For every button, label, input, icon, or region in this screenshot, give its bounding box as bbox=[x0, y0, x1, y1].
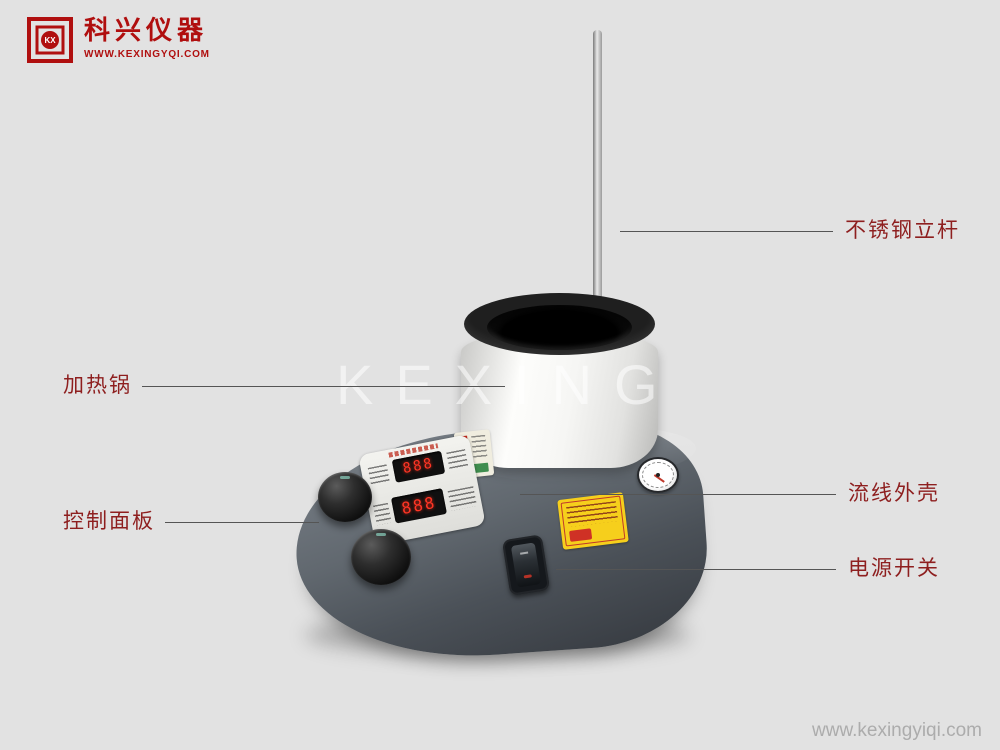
callout-shell: 流线外壳 bbox=[520, 481, 940, 507]
speed-knob bbox=[351, 529, 411, 585]
callout-power: 电源开关 bbox=[556, 556, 940, 582]
switch-on-mark bbox=[520, 551, 529, 555]
brand-monogram: KX bbox=[44, 36, 56, 45]
corner-watermark: www.kexingyiqi.com bbox=[812, 720, 982, 741]
speed-display: 888 bbox=[390, 488, 447, 524]
panel-micro-text bbox=[367, 464, 390, 486]
panel-micro-text bbox=[373, 502, 392, 526]
brand-logo: KX 科兴仪器 WWW.KEXINGYQI.COM bbox=[26, 16, 210, 64]
power-switch bbox=[501, 534, 551, 596]
temperature-knob bbox=[318, 472, 372, 522]
brand-name: 科兴仪器 bbox=[84, 15, 209, 45]
panel-micro-text bbox=[446, 449, 469, 471]
callout-label-pot: 加热锅 bbox=[63, 374, 132, 397]
callout-panel: 控制面板 bbox=[63, 509, 319, 535]
center-watermark: KEXING bbox=[336, 353, 680, 416]
dial-center-pin bbox=[656, 473, 660, 477]
knob-indicator bbox=[340, 476, 350, 479]
callout-line bbox=[556, 568, 836, 570]
callout-line bbox=[165, 521, 319, 523]
stainless-steel-rod bbox=[593, 30, 602, 310]
callout-label-shell: 流线外壳 bbox=[848, 482, 940, 505]
speed-display-value: 888 bbox=[399, 492, 438, 519]
brand-website: WWW.KEXINGYQI.COM bbox=[84, 48, 210, 60]
callout-label-panel: 控制面板 bbox=[63, 510, 155, 533]
panel-micro-text bbox=[447, 486, 478, 511]
callout-pot: 加热锅 bbox=[63, 373, 505, 399]
callout-line bbox=[620, 230, 833, 232]
knob-indicator bbox=[376, 533, 386, 536]
brand-logo-icon: KX bbox=[27, 17, 73, 63]
indicator-dial bbox=[637, 457, 679, 493]
sticker-micro-text bbox=[471, 434, 488, 461]
dial-tick-ring bbox=[642, 462, 674, 488]
callout-line bbox=[520, 493, 836, 495]
temperature-display-value: 888 bbox=[401, 455, 436, 478]
callout-line bbox=[142, 385, 505, 387]
brand-logo-text: 科兴仪器 WWW.KEXINGYQI.COM bbox=[84, 16, 210, 60]
switch-off-mark bbox=[523, 574, 532, 579]
callout-label-rod: 不锈钢立杆 bbox=[845, 219, 960, 242]
callout-rod: 不锈钢立杆 bbox=[620, 218, 960, 244]
heating-pot-opening bbox=[487, 305, 632, 350]
callout-label-power: 电源开关 bbox=[848, 557, 940, 580]
